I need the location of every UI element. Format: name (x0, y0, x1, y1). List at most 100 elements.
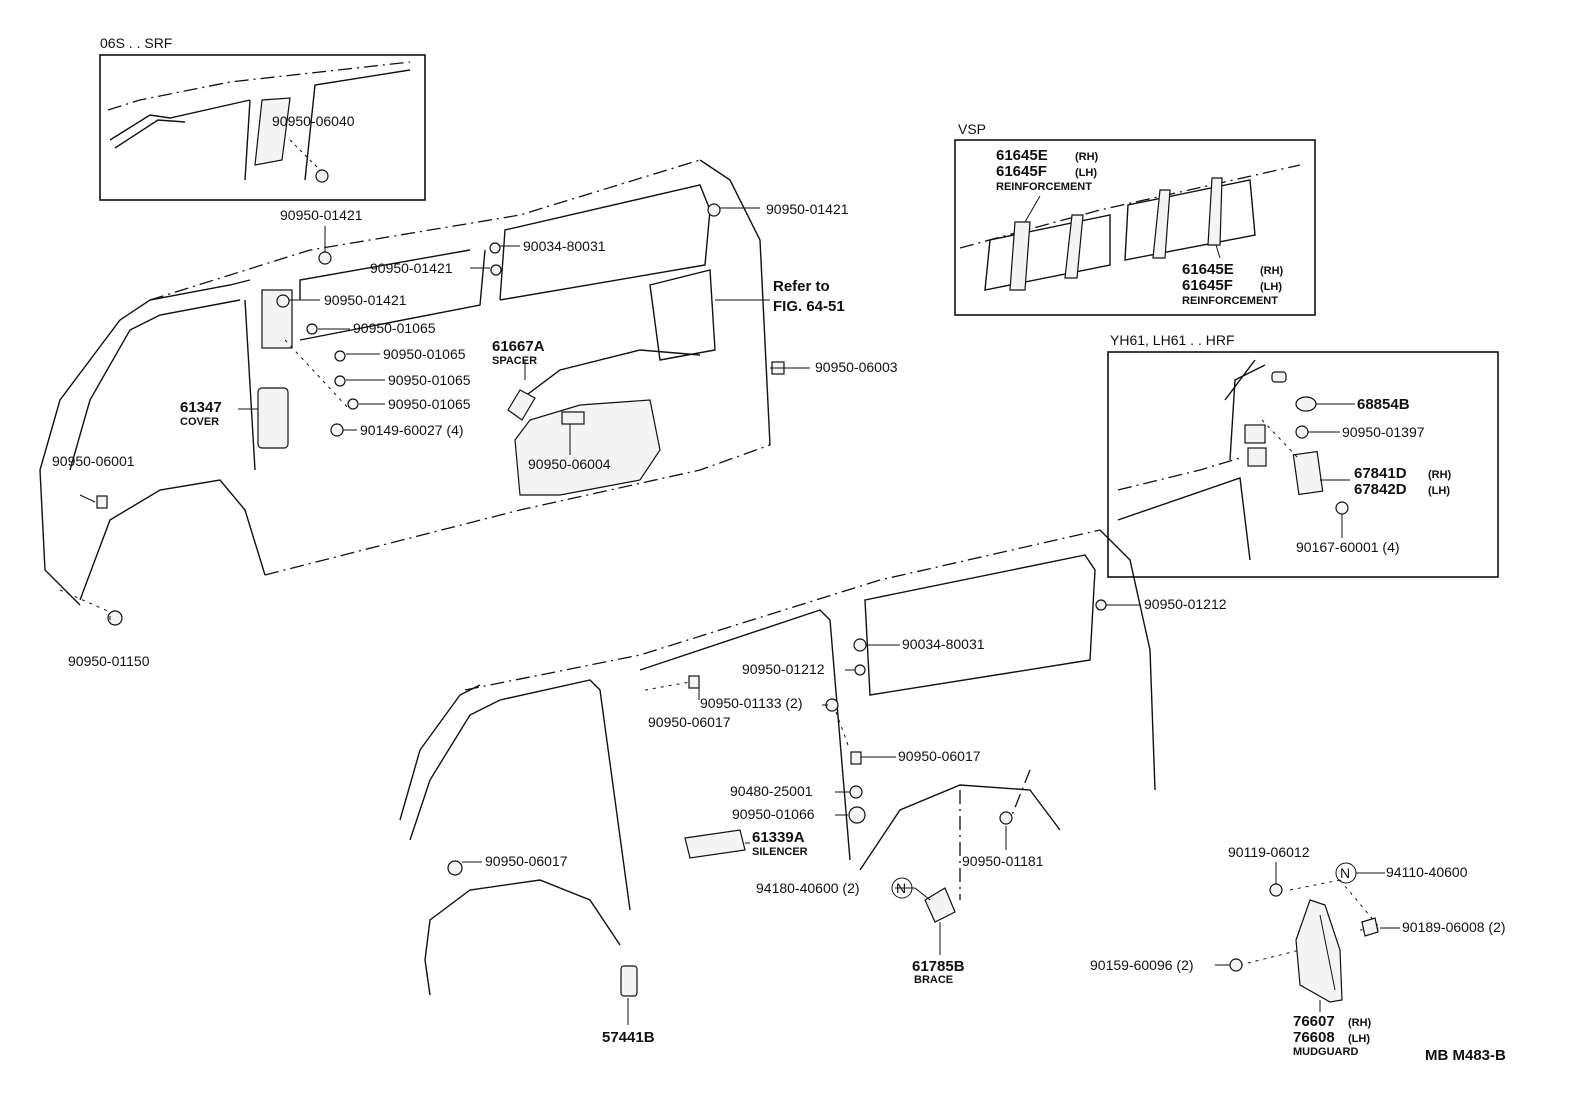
part-90950-01065-a: 90950-01065 (353, 320, 436, 336)
inset-hrf-frame (1107, 351, 1499, 578)
inset-hrf-leaders (1308, 403, 1355, 538)
part-61785B-label: BRACE (914, 974, 953, 986)
upper-rear-outline (699, 159, 771, 446)
upper-wheelhouse (514, 399, 661, 496)
inset-hrf-window (1117, 477, 1251, 561)
inset-hrf-title: YH61, LH61 . . HRF (1110, 332, 1235, 348)
upper-front-wheel-arch (79, 479, 266, 601)
inset-srf-pillar (244, 69, 411, 181)
refer-fig-label: FIG. 64-51 (773, 298, 845, 315)
reinforcement-bar (1152, 189, 1171, 259)
inset-srf-title: 06S . . SRF (100, 35, 172, 51)
lower-middle-door (639, 609, 851, 861)
inset-hrf: YH61, LH61 . . HRF 68854B 90950-01397 67… (1107, 332, 1499, 578)
n-symbol-text: N (1340, 865, 1350, 881)
plug-90950-06017-shape (688, 675, 700, 689)
clip-icon (853, 638, 867, 652)
inset-vsp-title: VSP (958, 121, 986, 137)
mudguard-label: MUDGUARD (1293, 1046, 1358, 1058)
part-90159-60096: 90159-60096 (2) (1090, 957, 1194, 973)
part-61645F-bottom: 61645F (1182, 277, 1233, 294)
lower-dashed-braces (959, 769, 1031, 900)
cover-61347-shape (257, 387, 289, 449)
plate-57441B-shape (620, 965, 638, 997)
inset-srf-window (254, 97, 291, 166)
lower-rear-window (864, 554, 1096, 696)
n-symbol-text: N (896, 880, 906, 896)
clip-icon (334, 350, 346, 362)
upper-rear-arch-top (519, 349, 701, 401)
mudguard-group: N 90119-06012 94110-40600 90189-06008 (2… (1090, 844, 1506, 1058)
inset-srf: 06S . . SRF 90950-06040 (99, 35, 426, 201)
upper-window-2 (499, 184, 711, 301)
brace-61785B-shape (924, 887, 956, 923)
clip-icon (1295, 425, 1309, 439)
rh-label: (RH) (1428, 469, 1452, 481)
screw-icon (330, 423, 344, 437)
lower-roof-line (464, 529, 1101, 691)
nut-icon (1361, 917, 1379, 937)
clip-icon (707, 203, 721, 217)
inset-hrf-latch (1247, 447, 1267, 467)
part-90950-01421-b: 90950-01421 (766, 201, 849, 217)
upper-b-pillar (244, 299, 256, 471)
part-90950-01066: 90950-01066 (732, 806, 815, 822)
rh-label: (RH) (1260, 265, 1284, 277)
clip-icon (854, 664, 866, 676)
part-90950-06004: 90950-06004 (528, 456, 611, 472)
part-67841D: 67841D (1354, 465, 1407, 482)
lower-front-wheel-arch (424, 879, 621, 961)
clip-icon (1095, 599, 1107, 611)
n-symbol-icon (891, 877, 913, 899)
part-61645F-top: 61645F (996, 163, 1047, 180)
diagram-code: MB M483-B (1425, 1047, 1506, 1064)
clip-icon (306, 323, 318, 335)
inset-hrf-grommet (1271, 371, 1287, 383)
mudguard-leaders (1215, 862, 1400, 1012)
part-90950-01212-b: 90950-01212 (742, 661, 825, 677)
inset-vsp-frame (954, 139, 1316, 316)
part-90950-06040: 90950-06040 (272, 113, 355, 129)
lh-label: (LH) (1428, 485, 1450, 497)
upper-van-body: 90950-01421 90950-01421 90034-80031 9095… (39, 159, 898, 669)
part-90189-06008: 90189-06008 (2) (1402, 919, 1506, 935)
part-90950-01133: 90950-01133 (2) (700, 695, 802, 711)
bolt-icon (1269, 883, 1283, 897)
part-90950-06017-c: 90950-06017 (485, 853, 568, 869)
upper-fuel-panel (649, 269, 716, 361)
part-61667A-label: SPACER (492, 355, 537, 367)
part-61339A-label: SILENCER (752, 846, 808, 858)
part-61347-label: COVER (180, 416, 219, 428)
upper-windshield (69, 299, 241, 471)
part-90167-60001: 90167-60001 (4) (1296, 539, 1400, 555)
inset-srf-frame (99, 54, 426, 201)
lower-front-outline (399, 684, 481, 821)
bolt-icon (1229, 958, 1243, 972)
plug-90950-06004-shape (561, 411, 585, 425)
lower-rear-wheel-arch (859, 784, 1061, 871)
lower-dashed-leaders (644, 681, 849, 746)
inset-srf-leader (289, 139, 321, 171)
part-61645E-top: 61645E (996, 147, 1048, 164)
reinforcement-label: REINFORCEMENT (996, 181, 1092, 193)
inset-hrf-latch (1244, 424, 1266, 444)
clip-icon (318, 251, 332, 265)
mudguard-dashed (1239, 879, 1381, 966)
upper-roof-line (149, 159, 701, 301)
part-61347: 61347 (180, 399, 222, 416)
part-90950-01150: 90950-01150 (68, 653, 150, 669)
part-61339A: 61339A (752, 829, 805, 846)
part-90950-01421-a: 90950-01421 (280, 207, 363, 223)
lh-label: (LH) (1075, 167, 1097, 179)
inset-hrf-dashed (1261, 419, 1301, 461)
part-90950-06017-b: 90950-06017 (898, 748, 981, 764)
upper-dashed-leader-2 (59, 589, 111, 613)
part-90950-06003: 90950-06003 (815, 359, 898, 375)
part-90950-01181: 90950-01181 (962, 853, 1044, 869)
reinforcement-label: REINFORCEMENT (1182, 295, 1278, 307)
part-90034-80031-b: 90034-80031 (902, 636, 985, 652)
lower-van-body: N 90950-01212 90034-80031 90950-01212 90… (399, 529, 1227, 1046)
plate-67841D-shape (1292, 450, 1324, 496)
lower-leaders (462, 604, 1140, 1025)
